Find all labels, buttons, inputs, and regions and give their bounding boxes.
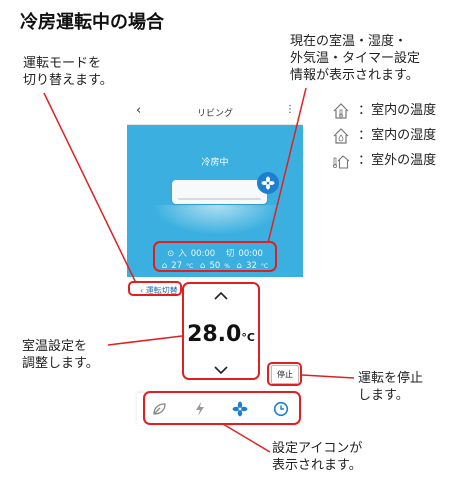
fan-mode-icon — [257, 172, 279, 194]
callout-temp-adjust: 室温設定を 調整します。 — [22, 339, 99, 371]
temperature-control: 28.0°C — [185, 284, 257, 379]
clock-icon[interactable] — [273, 401, 289, 417]
legend-label: ：室内の温度 — [358, 103, 437, 118]
legend-indoor-temp: ：室内の温度 — [332, 99, 436, 120]
back-button[interactable]: ‹ — [136, 103, 142, 118]
legend-label: ：室内の湿度 — [358, 128, 437, 143]
app-header: ‹ リビング ⋮ — [127, 100, 303, 125]
mode-switch-highlight-box — [128, 281, 182, 296]
readings-info: ⌂27°C ⌂50% ⌂32°C — [127, 261, 303, 271]
indoor-temp-unit: °C — [186, 263, 194, 270]
outdoor-thermometer-icon: ⌂ — [236, 261, 243, 271]
callout-settings-icons: 設定アイコンが 表示されます。 — [272, 441, 363, 473]
menu-button[interactable]: ⋮ — [285, 104, 295, 115]
legend-outdoor-temp: ：室外の温度 — [332, 149, 436, 170]
temperature-highlight-box — [182, 282, 260, 380]
house-humidity-icon — [332, 127, 358, 144]
airflow-graphic — [152, 205, 282, 235]
leaf-icon[interactable] — [151, 401, 167, 417]
stop-highlight-box — [267, 362, 302, 386]
mode-switch-link[interactable]: ‹ 運転切替 — [140, 285, 178, 296]
timer-on-time: 00:00 — [190, 249, 216, 259]
timer-on-label: 入 — [178, 249, 187, 259]
stop-button[interactable]: 停止 — [271, 365, 299, 384]
legend-label: ：室外の温度 — [358, 153, 437, 168]
page-title: 冷房運転中の場合 — [20, 12, 164, 33]
callout-stop: 運転を停止 します。 — [358, 371, 424, 403]
lightning-icon[interactable] — [192, 401, 208, 417]
outdoor-thermometer-icon — [332, 153, 358, 169]
outdoor-temp-value: 32 — [246, 261, 257, 271]
house-humidity-icon: ⌂ — [200, 261, 206, 271]
setpoint-value: 28.0 — [187, 322, 242, 347]
house-thermometer-icon: ⌂ — [161, 261, 168, 271]
timer-off-time: 00:00 — [238, 249, 263, 259]
setpoint-display: 28.0°C — [185, 322, 257, 347]
setpoint-unit: °C — [241, 331, 255, 344]
callout-info-display: 現在の室温・湿度・ 外気温・タイマー設定 情報が表示されます。 — [290, 34, 421, 83]
house-thermometer-icon — [332, 102, 358, 119]
mode-switch-label: 運転切替 — [145, 286, 178, 295]
air-conditioner-image — [172, 180, 267, 204]
humidity-unit: % — [224, 263, 230, 270]
humidity-value: 50 — [209, 261, 221, 271]
info-highlight-box — [153, 241, 277, 272]
chevron-left-icon: ‹ — [140, 286, 146, 295]
room-title: リビング — [196, 109, 233, 119]
tabs-highlight-box — [143, 391, 301, 425]
fan-icon[interactable] — [232, 401, 248, 417]
settings-tab-bar — [137, 393, 299, 425]
temp-down-button[interactable] — [185, 364, 257, 378]
timer-off-label: 切 — [225, 249, 235, 259]
operation-status: 冷房中 — [201, 158, 229, 168]
temp-up-button[interactable] — [185, 290, 257, 304]
outdoor-temp-unit: °C — [260, 263, 269, 270]
legend-indoor-humidity: ：室内の湿度 — [332, 124, 436, 145]
callout-mode-switch: 運転モードを 切り替えます。 — [23, 56, 113, 88]
timer-clock-icon: ⊙ — [167, 249, 175, 259]
indoor-temp-value: 27 — [171, 261, 183, 271]
